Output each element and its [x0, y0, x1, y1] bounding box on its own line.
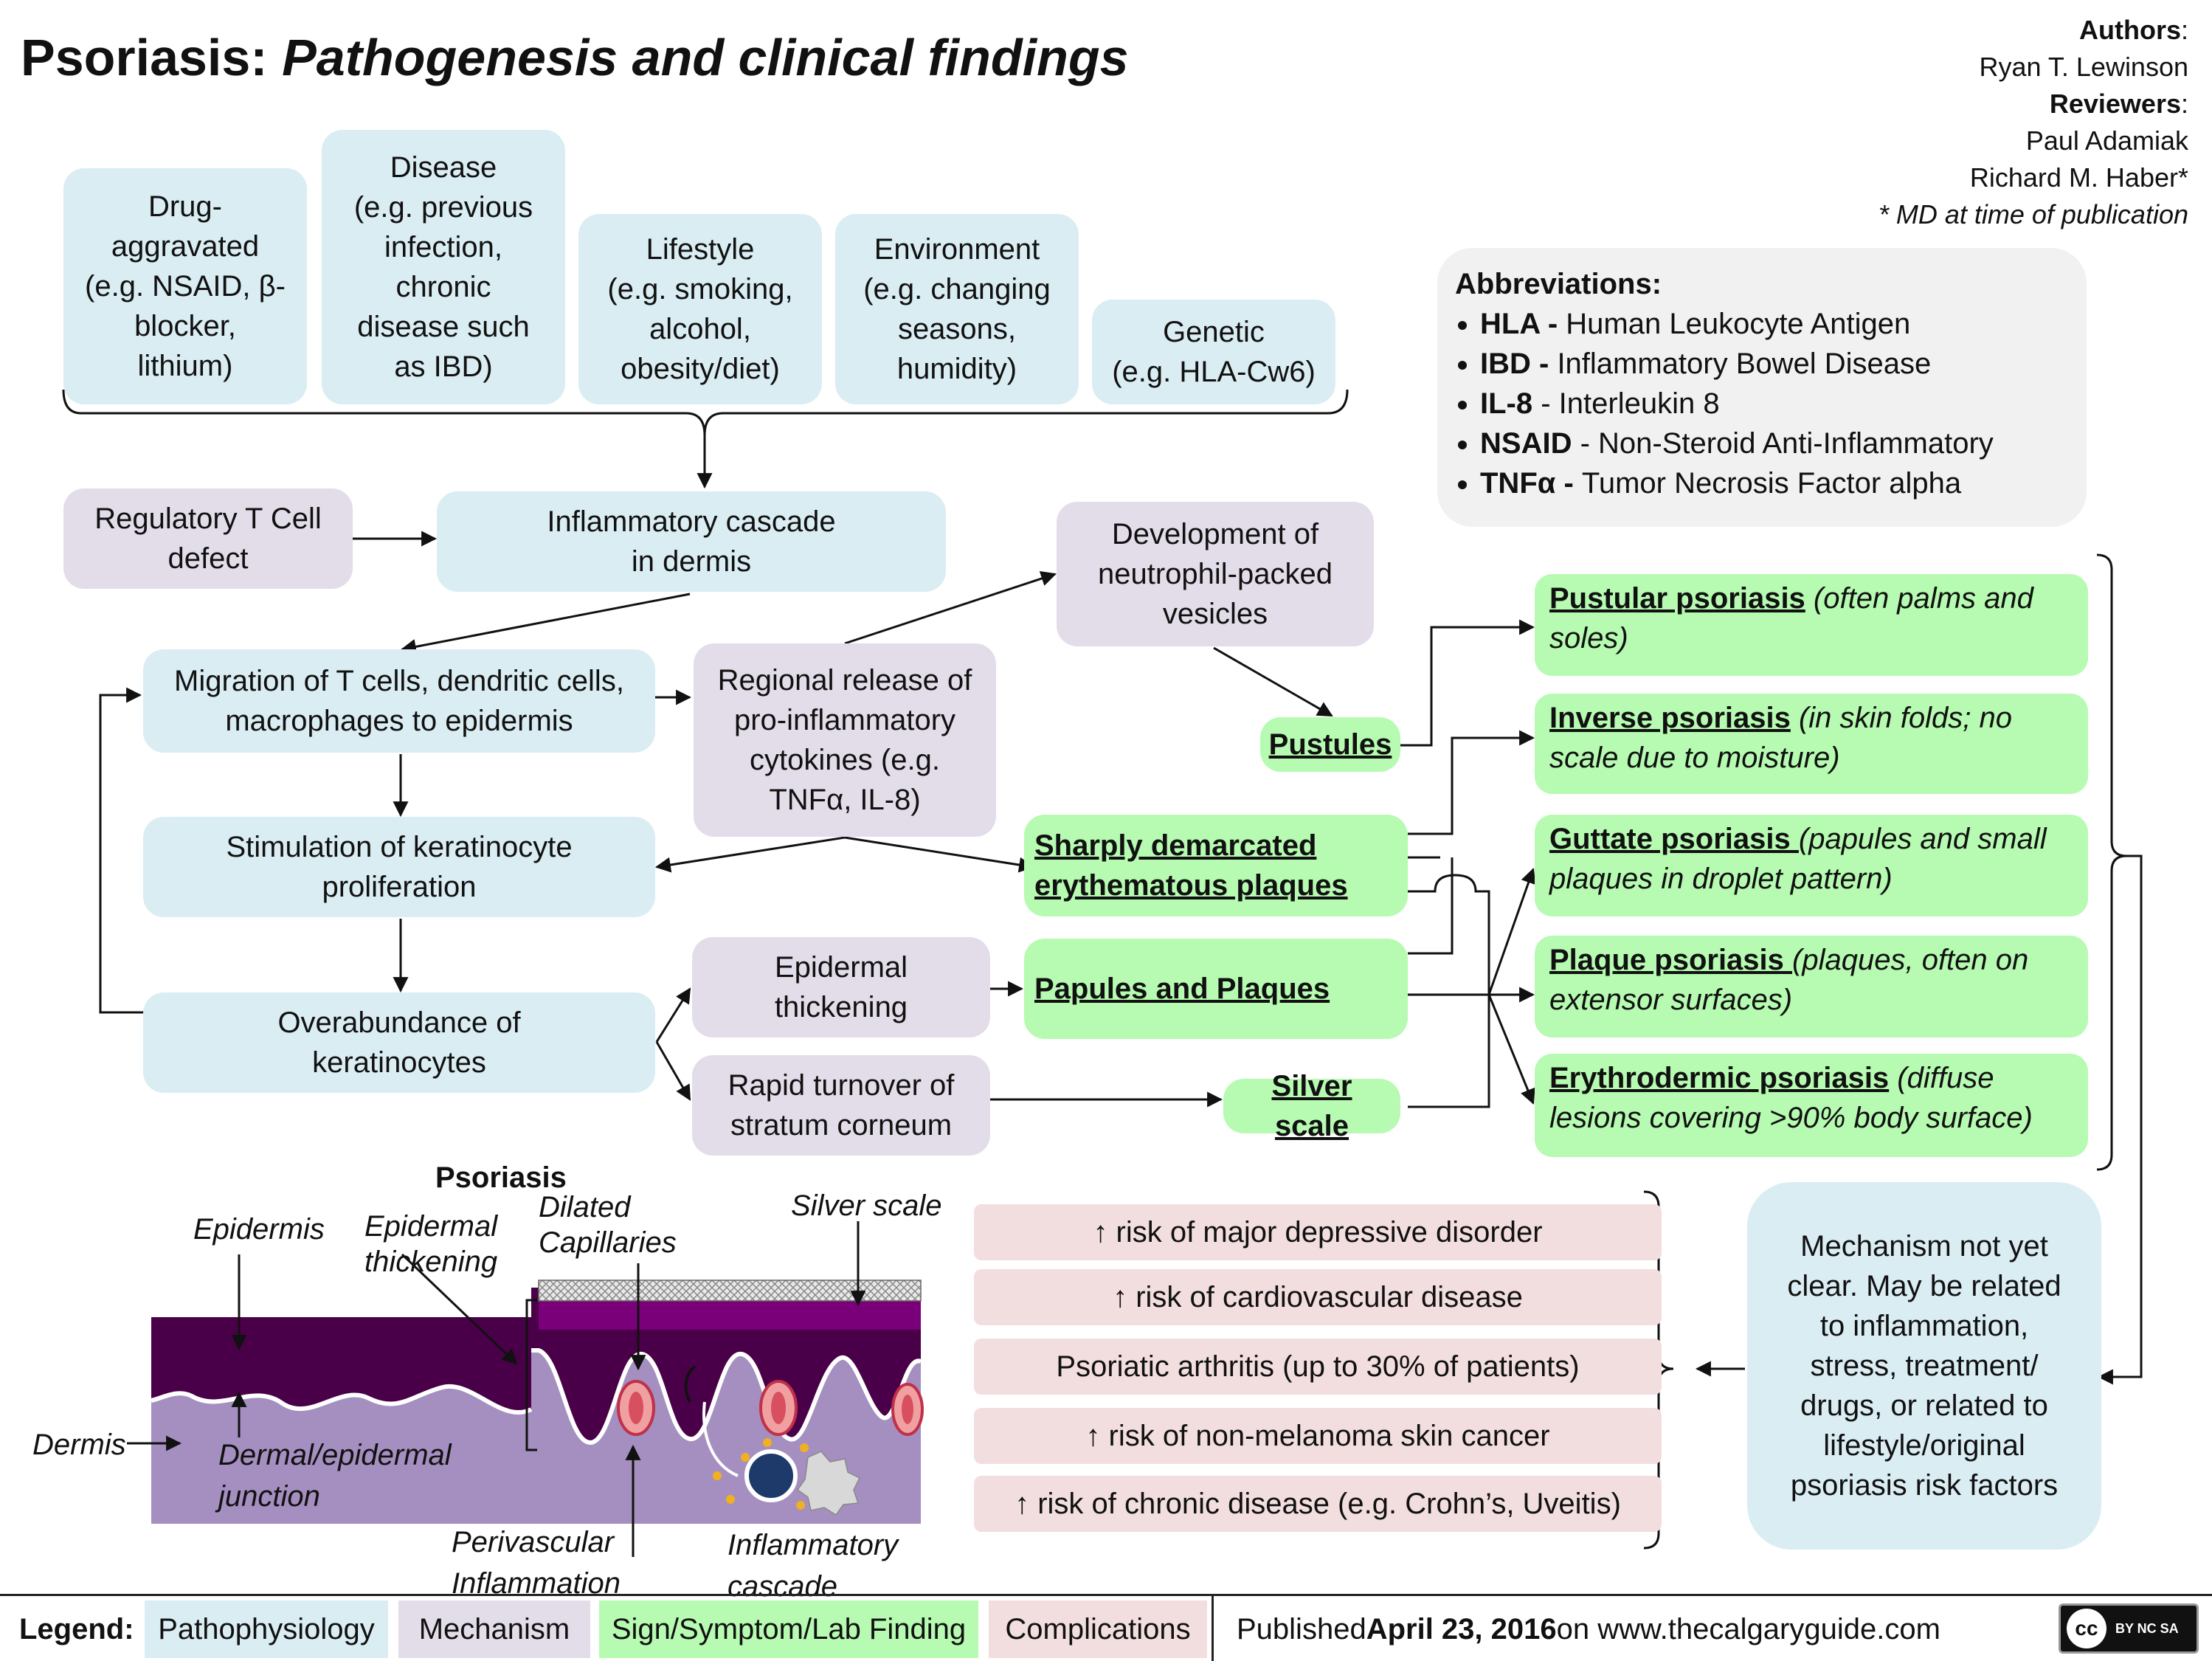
license-text: BY NC SA [2115, 1620, 2179, 1636]
regional-release-node: Regional release of pro-inflammatory cyt… [694, 643, 996, 837]
page-title: Psoriasis: Pathogenesis and clinical fin… [21, 28, 1129, 87]
legend-label: Legend: [19, 1612, 134, 1646]
complication-psoriatic-arthritis: Psoriatic arthritis (up to 30% of patien… [974, 1339, 1662, 1395]
keratinocyte-overabundance-node: Overabundance of keratinocytes [143, 992, 655, 1093]
skin-illustration [127, 1221, 924, 1557]
label-silver-scale: Silver scale [791, 1189, 942, 1222]
keratinocyte-stimulation-node: Stimulation of keratinocyte proliferatio… [143, 817, 655, 917]
label-dermis: Dermis [32, 1429, 126, 1461]
title-sub: Pathogenesis and clinical findings [282, 29, 1129, 86]
author-name: Ryan T. Lewinson [1979, 52, 2189, 82]
legend-bar: Legend: Pathophysiology Mechanism Sign/S… [0, 1594, 2212, 1661]
risk-factor-disease: Disease (e.g. previous infection, chroni… [322, 130, 565, 404]
abbr-item: NSAID - Non-Steroid Anti-Inflammatory [1480, 424, 2069, 463]
label-epidermal-thickening: Epidermal thickening [364, 1210, 498, 1278]
abbreviations-box: Abbreviations: HLA - Human Leukocyte Ant… [1437, 248, 2087, 527]
complications-brace [1643, 1190, 1674, 1550]
silver-scale-finding: Silver scale [1223, 1070, 1400, 1142]
abbr-item: TNFα - Tumor Necrosis Factor alpha [1480, 463, 2069, 503]
inflammatory-cells [713, 1438, 861, 1516]
risk-factor-drug: Drug- aggravated (e.g. NSAID, β- blocker… [63, 168, 307, 404]
reviewers-label: Reviewers [2049, 89, 2181, 119]
type-guttate: Guttate psoriasis (papules and small pla… [1535, 815, 2088, 916]
label-dilated-capillaries: Dilated Capillaries [539, 1191, 677, 1259]
reviewer-1: Paul Adamiak [2025, 125, 2188, 156]
neutrophil-vesicles-node: Development of neutrophil-packed vesicle… [1057, 502, 1374, 646]
legend-mechanism: Mechanism [398, 1600, 590, 1658]
authors-label: Authors [2078, 15, 2181, 45]
legend-divider [1212, 1596, 1214, 1661]
cc-license-badge: cc BY NC SA [2059, 1603, 2199, 1654]
authors-block: Authors: Ryan T. Lewinson Reviewers: Pau… [1879, 12, 2188, 233]
cc-icon: cc [2067, 1609, 2106, 1648]
sharply-demarcated-plaques-finding: Sharply demarcated erythematous plaques [1024, 815, 1408, 916]
complication-depression: ↑ risk of major depressive disorder [974, 1204, 1662, 1260]
label-epidermis: Epidermis [193, 1213, 325, 1246]
risk-factor-environment: Environment (e.g. changing seasons, humi… [835, 214, 1079, 404]
pustules-finding: Pustules [1260, 717, 1400, 772]
inflammatory-cascade-node: Inflammatory cascade in dermis [437, 491, 946, 592]
silver-scale-layer [538, 1280, 922, 1302]
abbr-item: HLA - Human Leukocyte Antigen [1480, 304, 2069, 344]
thickening-bracket [525, 1299, 537, 1451]
label-inflammatory-cascade: Inflammatory cascade [727, 1529, 899, 1603]
label-junction: Dermal/epidermal junction [218, 1439, 452, 1513]
illustration-title: Psoriasis [435, 1161, 567, 1194]
rapid-turnover-node: Rapid turnover of stratum corneum [692, 1055, 990, 1156]
title-main: Psoriasis: [21, 29, 268, 86]
abbreviations-heading: Abbreviations: [1455, 268, 1662, 300]
complication-cardiovascular: ↑ risk of cardiovascular disease [974, 1269, 1662, 1325]
legend-complications: Complications [989, 1600, 1207, 1658]
treg-defect-node: Regulatory T Cell defect [63, 488, 353, 589]
legend-pathophysiology: Pathophysiology [145, 1600, 388, 1658]
papules-and-plaques-finding: Papules and Plaques [1024, 939, 1408, 1039]
types-brace [2096, 553, 2127, 1171]
type-pustular: Pustular psoriasis (often palms and sole… [1535, 574, 2088, 676]
epidermal-thickening-node: Epidermal thickening [692, 937, 990, 1037]
type-plaque: Plaque psoriasis (plaques, often on exte… [1535, 936, 2088, 1037]
risk-factor-lifestyle: Lifestyle (e.g. smoking, alcohol, obesit… [578, 214, 822, 404]
label-perivascular: Perivascular Inflammation [452, 1526, 621, 1600]
published-info: Published April 23, 2016 on www.thecalga… [1237, 1612, 1940, 1646]
dilated-capillaries [617, 1380, 924, 1436]
abbr-item: IBD - Inflammatory Bowel Disease [1480, 344, 2069, 384]
mechanism-note: Mechanism not yet clear. May be related … [1747, 1182, 2101, 1550]
reviewer-2: Richard M. Haber* [1969, 162, 2188, 193]
abbr-item: IL-8 - Interleukin 8 [1480, 384, 2069, 424]
type-inverse: Inverse psoriasis (in skin folds; no sca… [1535, 694, 2088, 794]
risk-factor-genetic: Genetic (e.g. HLA-Cw6) [1092, 300, 1335, 404]
md-note: * MD at time of publication [1878, 199, 2188, 229]
type-erythrodermic: Erythrodermic psoriasis (diffuse lesions… [1535, 1054, 2088, 1157]
complication-chronic-disease: ↑ risk of chronic disease (e.g. Crohn’s,… [974, 1476, 1662, 1532]
legend-sign: Sign/Symptom/Lab Finding [599, 1600, 978, 1658]
psoriatic-stratum [539, 1300, 921, 1330]
migration-node: Migration of T cells, dendritic cells, m… [143, 649, 655, 753]
complication-skin-cancer: ↑ risk of non-melanoma skin cancer [974, 1408, 1662, 1464]
